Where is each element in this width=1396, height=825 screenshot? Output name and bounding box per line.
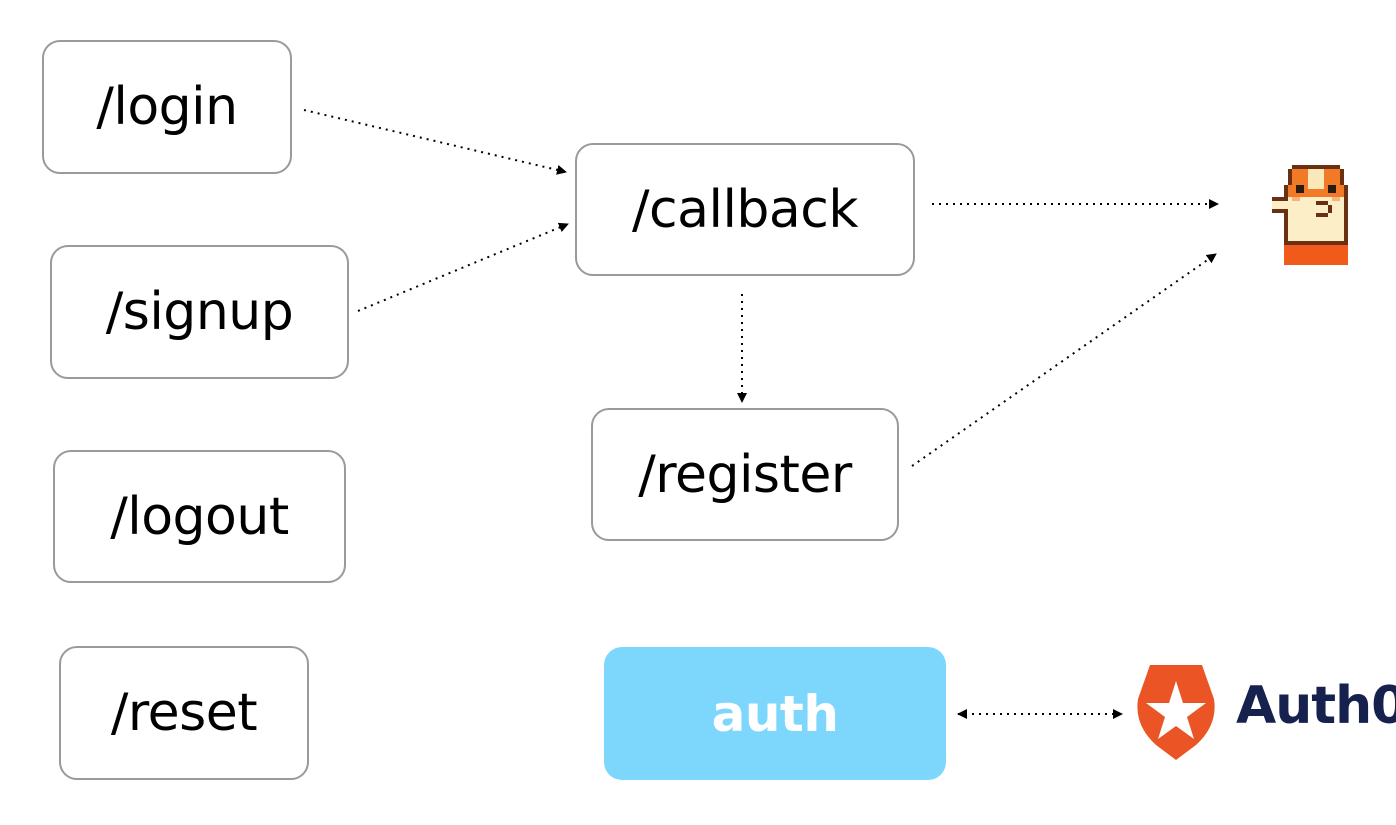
login-route-label: /login — [96, 77, 238, 137]
logout-route-label: /logout — [110, 486, 289, 547]
edge-login-to-callback — [303, 109, 567, 175]
callback-route-label: /callback — [632, 179, 858, 240]
signup-route-box: /signup — [50, 245, 349, 379]
reset-route-label: /reset — [110, 683, 258, 743]
pixel-hamster-icon — [1272, 165, 1348, 265]
register-route-box: /register — [591, 408, 899, 541]
auth-module-label: auth — [711, 684, 839, 743]
edge-signup-to-callback — [357, 222, 569, 312]
register-route-label: /register — [638, 444, 852, 505]
signup-route-label: /signup — [105, 282, 294, 342]
callback-route-box: /callback — [575, 143, 915, 276]
edge-register-to-mascot — [911, 253, 1217, 467]
reset-route-box: /reset — [59, 646, 309, 780]
auth-module-box: auth — [604, 647, 946, 780]
logout-route-box: /logout — [53, 450, 346, 583]
auth0-wordmark: Auth0 — [1236, 676, 1396, 736]
auth0-shield-icon — [1137, 665, 1215, 760]
login-route-box: /login — [42, 40, 292, 174]
